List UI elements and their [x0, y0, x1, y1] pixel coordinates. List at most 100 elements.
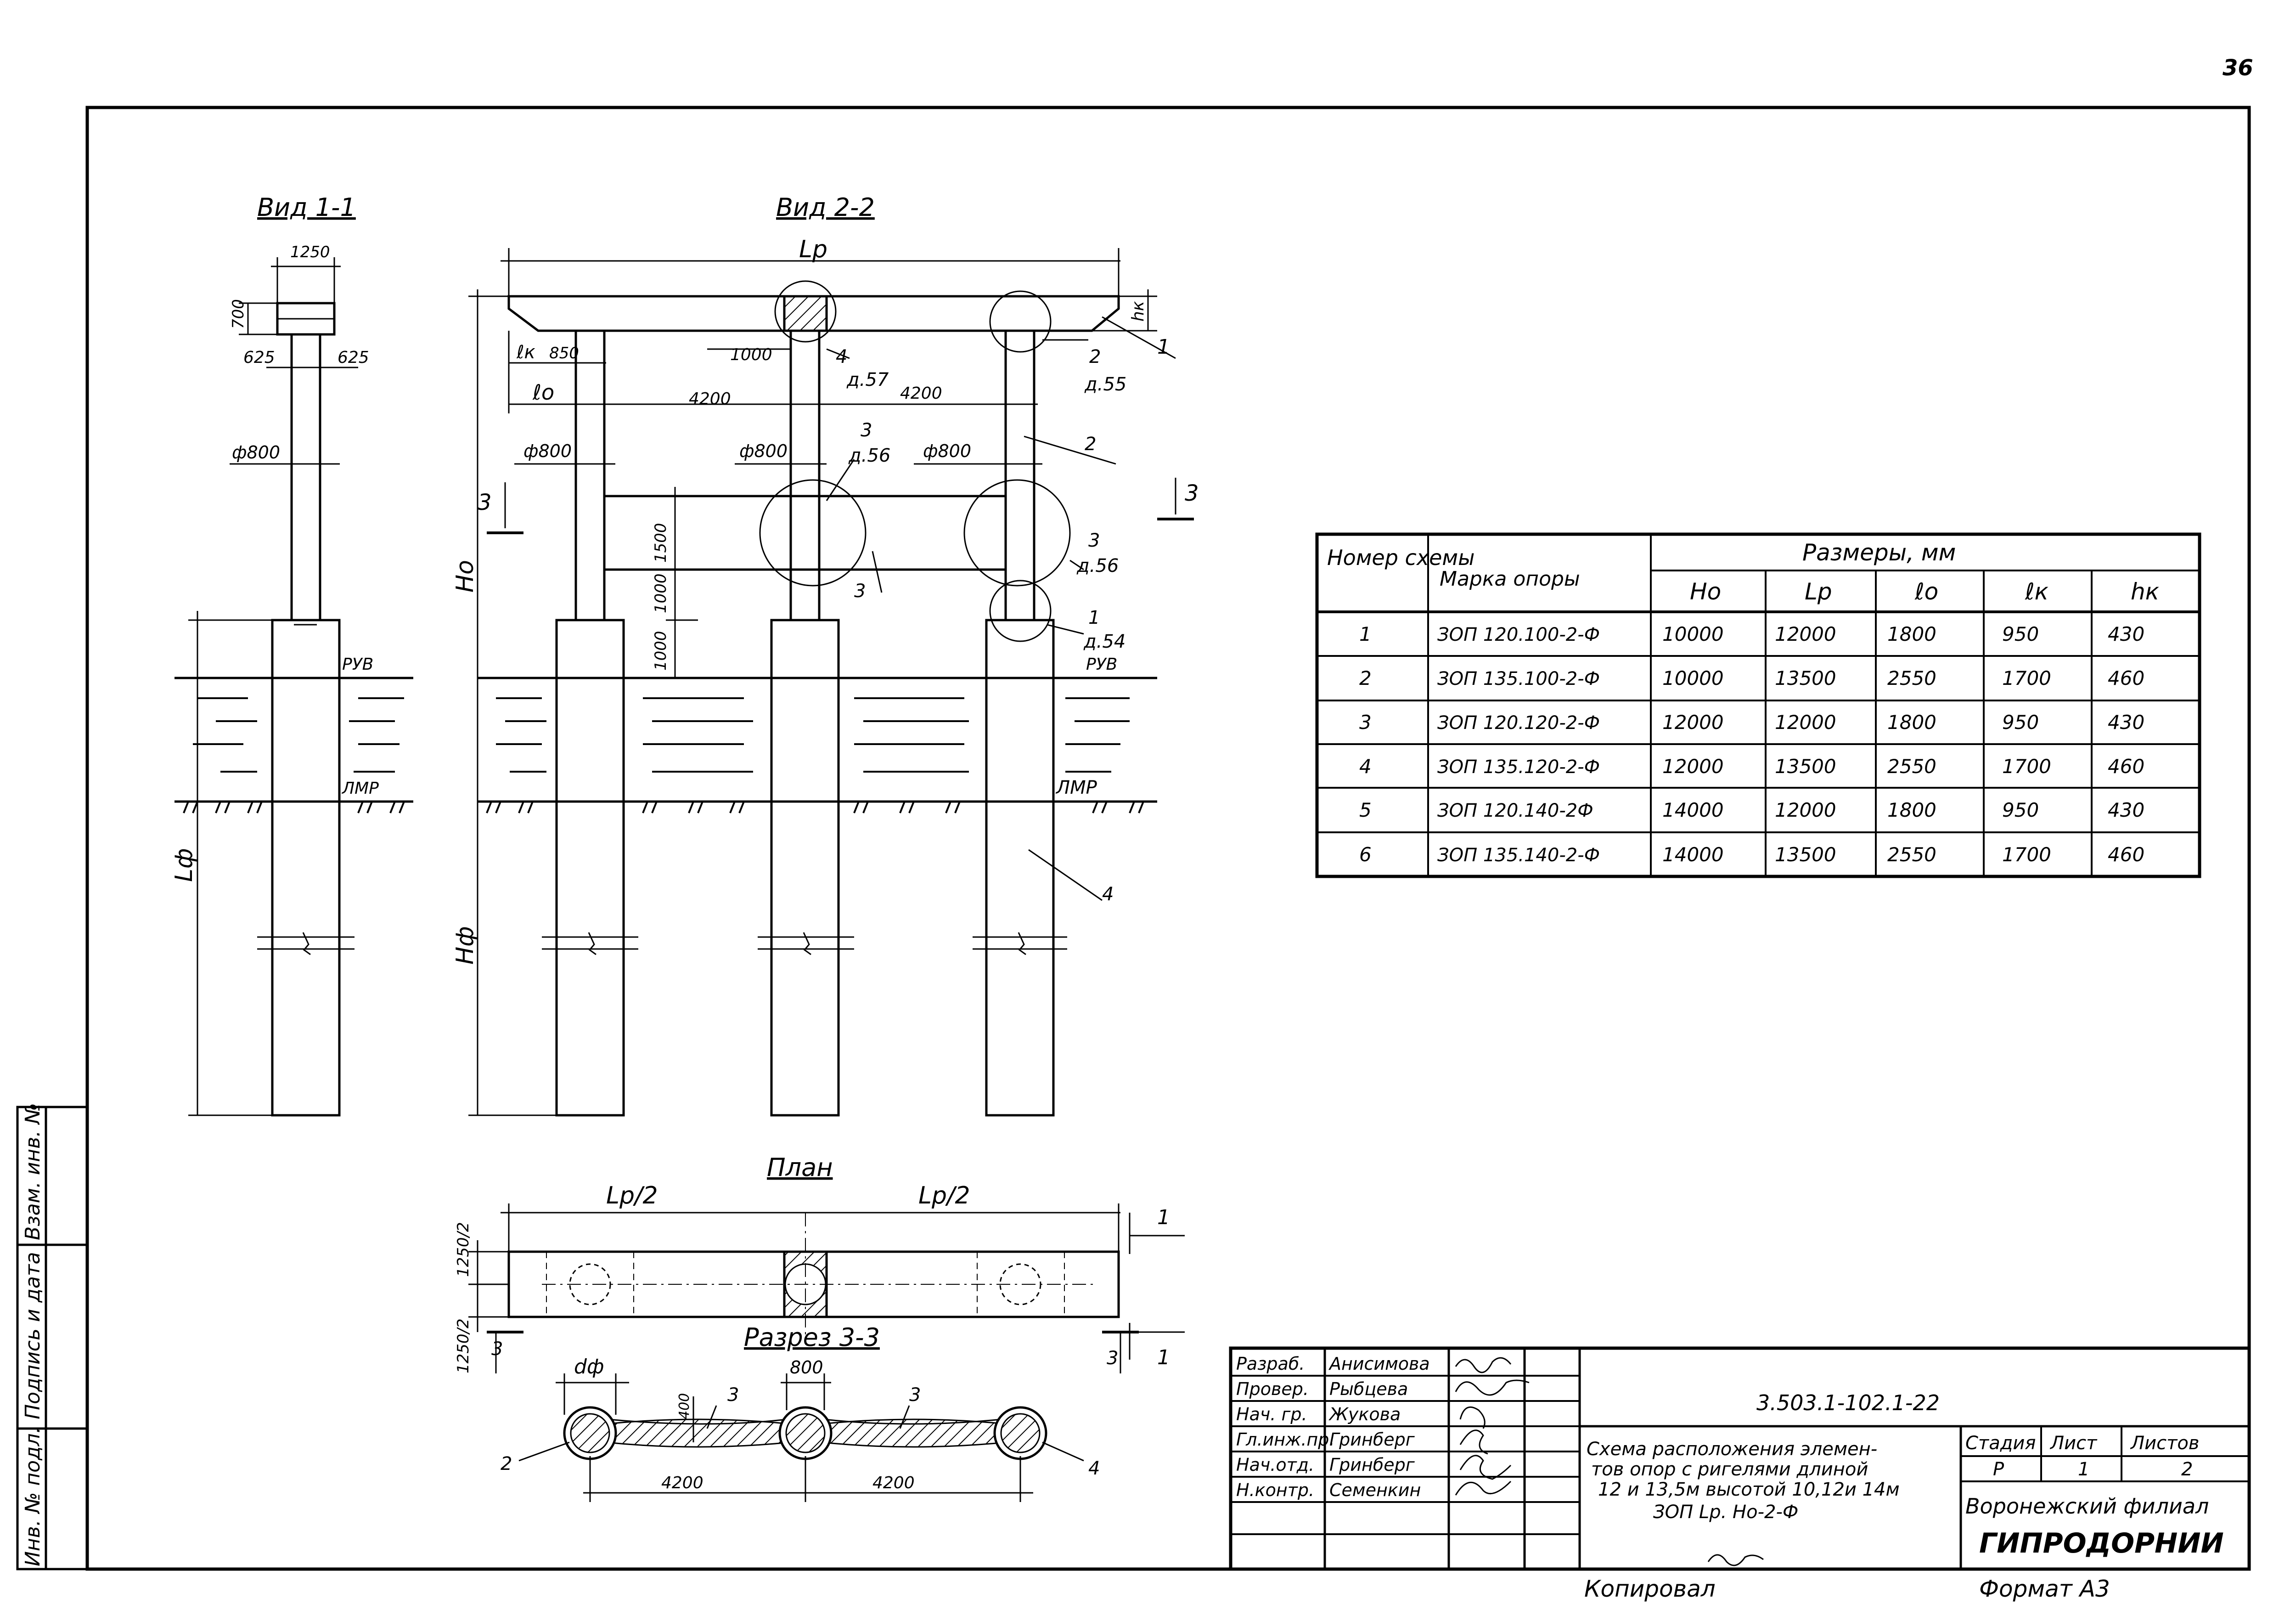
side-stamp — [16, 1106, 89, 1570]
callout-1-mid: 1 — [1088, 607, 1100, 628]
table-cell-value: 12000 — [1775, 623, 1836, 645]
person-name: Жукова — [1328, 1404, 1401, 1424]
level-lmr: ЛМР — [341, 779, 379, 798]
doc-code: 3.503.1-102.1-22 — [1756, 1390, 1940, 1415]
dim-625-left: 625 — [243, 348, 275, 367]
callout-d54: д.54 — [1083, 631, 1125, 652]
desc-line-2: тов опор с ригелями длиной — [1591, 1459, 1868, 1480]
th-lk: ℓк — [2025, 578, 2048, 605]
table-cell-scheme: 3 — [1359, 711, 1372, 734]
table-cell-scheme: 6 — [1359, 843, 1372, 866]
dim-1000-b: 1000 — [652, 631, 670, 671]
view-2-2-title: Вид 2-2 — [776, 193, 875, 222]
role-label: Гл.инж.пр. — [1236, 1429, 1334, 1450]
dim-1500: 1500 — [652, 523, 670, 563]
title-block — [1229, 1346, 2251, 1571]
table-cell-scheme: 4 — [1359, 755, 1372, 778]
plan-title: План — [767, 1153, 833, 1182]
table-cell-value: 13500 — [1775, 667, 1836, 689]
level-lmr-2: ЛМР — [1055, 777, 1097, 798]
doc-description: Схема расположения элемен- тов опор с ри… — [1587, 1439, 1900, 1523]
dim-4200-b: 4200 — [900, 384, 942, 403]
dim-phi800-left: ф800 — [523, 441, 572, 461]
role-label: Разраб. — [1236, 1354, 1305, 1374]
view-1-1 — [174, 257, 413, 1117]
section-mark-left: 3 — [478, 490, 492, 515]
table-col-scheme: Номер схемы — [1327, 545, 1474, 570]
callout-4-pile: 4 — [1102, 884, 1114, 905]
section-callout-3-b: 3 — [909, 1384, 921, 1406]
role-label: Провер. — [1236, 1379, 1309, 1399]
table-cell-value: 950 — [2002, 711, 2039, 734]
section-1-bot: 1 — [1157, 1346, 1170, 1369]
section-3-3-title: Разрез 3-3 — [744, 1323, 880, 1352]
section-3-left: 3 — [491, 1339, 503, 1360]
table-cell-value: 1700 — [2002, 755, 2051, 778]
role-label: Н.контр. — [1236, 1480, 1314, 1500]
section-3-3 — [518, 1373, 1084, 1502]
person-name: Гринберг — [1329, 1455, 1415, 1475]
callout-d56-a: д.56 — [848, 445, 890, 466]
dim-lp: Lр — [799, 236, 827, 263]
table-cell-mark: ЗОП 135.140-2-Ф — [1437, 845, 1600, 866]
dim-625-right: 625 — [338, 348, 369, 367]
dim-phi800-mid: ф800 — [739, 441, 788, 461]
table-col-mark: Марка опоры — [1440, 567, 1580, 591]
sheet-label: Лист — [2049, 1433, 2098, 1454]
section-callout-3-a: 3 — [727, 1384, 739, 1406]
dim-hk: hк — [1129, 301, 1148, 322]
table-cell-mark: ЗОП 120.100-2-Ф — [1437, 624, 1600, 645]
th-hk: hк — [2131, 578, 2159, 605]
table-cell-value: 2550 — [1887, 755, 1936, 778]
callout-d55: д.55 — [1084, 374, 1126, 395]
sheets-label: Листов — [2130, 1433, 2199, 1454]
copied-by-label: Копировал — [1584, 1576, 1716, 1602]
view-1-1-title: Вид 1-1 — [257, 193, 356, 222]
stamp-replace-label: Взам. инв. № — [21, 1103, 45, 1240]
table-cell-value: 460 — [2108, 667, 2144, 689]
dim-phi800-right: ф800 — [923, 441, 971, 461]
table-cell-value: 14000 — [1662, 843, 1724, 866]
table-cell-value: 950 — [2002, 799, 2039, 821]
table-cell-mark: ЗОП 135.100-2-Ф — [1437, 668, 1600, 689]
table-cell-scheme: 2 — [1359, 667, 1372, 689]
table-cell-mark: ЗОП 120.140-2Ф — [1437, 800, 1593, 821]
table-cell-scheme: 5 — [1359, 799, 1372, 821]
callout-2-mid: 2 — [1085, 434, 1096, 455]
table-cell-mark: ЗОП 135.120-2-Ф — [1437, 757, 1600, 778]
sheets-value: 2 — [2181, 1459, 2193, 1480]
table-cell-value: 12000 — [1775, 799, 1836, 821]
callout-d56-b: д.56 — [1076, 555, 1119, 576]
table-cell-value: 2550 — [1887, 843, 1936, 866]
section-callout-4: 4 — [1088, 1458, 1100, 1479]
dim-1250-2-bot: 1250/2 — [454, 1318, 473, 1373]
callout-4-top: 4 — [836, 346, 847, 367]
dim-4200-sec-a: 4200 — [661, 1474, 703, 1492]
table-cell-value: 1700 — [2002, 843, 2051, 866]
dim-l0: ℓо — [532, 380, 554, 405]
stamp-sign-label: Подпись и дата — [21, 1252, 45, 1419]
stage-value: Р — [1993, 1459, 2004, 1480]
dim-hf: Hф — [451, 926, 479, 965]
dim-4200-sec-b: 4200 — [872, 1474, 915, 1492]
table-cell-value: 10000 — [1662, 623, 1724, 645]
table-cell-value: 1800 — [1887, 623, 1936, 645]
callout-3-a: 3 — [861, 420, 872, 441]
person-name: Гринберг — [1329, 1429, 1415, 1450]
table-cell-value: 430 — [2108, 711, 2144, 734]
th-lp: Lр — [1805, 578, 1832, 605]
table-cell-value: 460 — [2108, 843, 2144, 866]
org-branch: Воронежский филиал — [1965, 1494, 2209, 1519]
table-cell-value: 1700 — [2002, 667, 2051, 689]
table-cell-value: 12000 — [1662, 755, 1724, 778]
table-cell-value: 1800 — [1887, 711, 1936, 734]
table-cell-value: 12000 — [1662, 711, 1724, 734]
callout-d57: д.57 — [846, 369, 889, 390]
callout-3-b: 3 — [1088, 530, 1100, 551]
th-h0: Hо — [1690, 578, 1721, 605]
table-col-sizes: Размеры, мм — [1802, 539, 1956, 566]
level-ruv-2: РУВ — [1086, 655, 1117, 674]
dim-lk: ℓк — [516, 342, 535, 363]
